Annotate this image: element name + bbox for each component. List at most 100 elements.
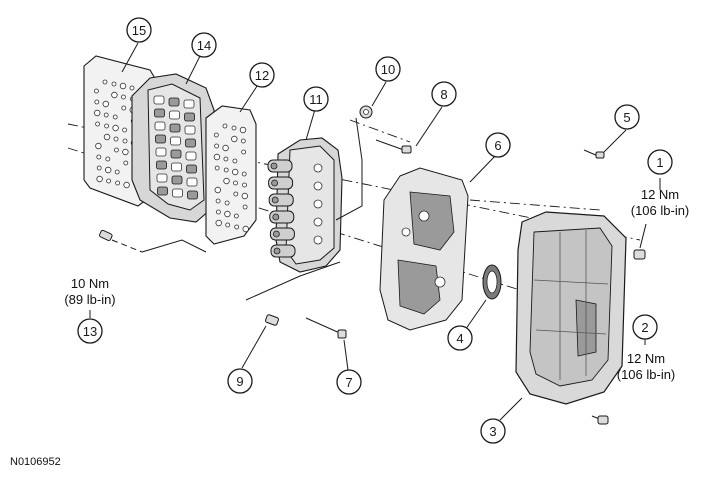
- valve-bore: [185, 151, 197, 161]
- body-port: [313, 199, 323, 209]
- bolt-13: [99, 229, 143, 253]
- body-port: [313, 163, 323, 173]
- plate-hole: [95, 121, 100, 127]
- solenoid-connector: [273, 247, 281, 255]
- callout-circle: [77, 318, 103, 344]
- callout-12: 12: [249, 62, 275, 88]
- callout-3: 3: [480, 418, 506, 444]
- plate-hole: [105, 156, 111, 162]
- plate-hole: [106, 178, 111, 184]
- valve-bore: [153, 95, 165, 105]
- valve-bore: [184, 125, 196, 135]
- callout-6: 6: [485, 132, 511, 158]
- plate-hole: [225, 222, 231, 228]
- valve-bore: [169, 123, 181, 133]
- valve-bore: [171, 162, 182, 172]
- callout-circle: [336, 369, 362, 395]
- main-valve-body: [131, 73, 215, 223]
- plate-hole: [94, 88, 99, 94]
- plate-hole: [241, 192, 248, 200]
- callout-number: 15: [132, 23, 146, 38]
- bolt-1: [633, 249, 646, 260]
- plate-hole: [241, 171, 247, 177]
- body-port: [313, 235, 323, 245]
- plate-hole: [102, 79, 108, 85]
- callout-number: 3: [489, 424, 496, 439]
- callout-number: 8: [440, 87, 447, 102]
- valve-bore: [170, 136, 181, 146]
- callout-8: 8: [431, 81, 457, 107]
- solenoid-connector: [270, 162, 278, 170]
- callout-circle: [447, 325, 473, 351]
- torque-spec-2: 12 Nm (106 lb-in): [617, 351, 676, 382]
- torque-lbin-13: (89 lb-in): [64, 292, 115, 307]
- torque-nm-13: 10 Nm: [71, 276, 109, 291]
- torque-lbin-1: (106 lb-in): [631, 203, 690, 218]
- callout-14: 14: [191, 32, 217, 58]
- plate-hole: [112, 114, 118, 120]
- plate-hole: [111, 91, 118, 99]
- figure-id: N0106952: [10, 456, 61, 468]
- callout-number: 7: [345, 375, 352, 390]
- plate-hole: [129, 85, 135, 91]
- valve-bore: [156, 160, 167, 170]
- plate-hole: [239, 126, 247, 134]
- callout-7: 7: [336, 369, 362, 395]
- plate-hole: [121, 105, 127, 111]
- valve-bore: [168, 97, 180, 107]
- valve-bore: [186, 164, 197, 174]
- callout-circle: [227, 368, 253, 394]
- valve-bore: [184, 112, 195, 122]
- plate-hole: [95, 142, 102, 150]
- plate-hole: [240, 138, 246, 144]
- bolt-5: [583, 149, 605, 159]
- plate-hole: [121, 94, 126, 100]
- plate-hole: [96, 154, 102, 160]
- plate-hole: [96, 165, 102, 171]
- callout-circle: [431, 81, 457, 107]
- plate-hole: [104, 123, 109, 129]
- plate-hole: [232, 158, 238, 164]
- callout-number: 11: [309, 92, 323, 107]
- plate-hole: [222, 144, 229, 152]
- plate-hole: [113, 136, 119, 142]
- valve-bore: [155, 134, 166, 144]
- plate-hole: [112, 124, 119, 132]
- valve-bore: [171, 175, 183, 185]
- plate-hole: [103, 133, 111, 141]
- callout-number: 5: [623, 110, 630, 125]
- solenoid-connector: [271, 196, 279, 204]
- body-port: [313, 181, 323, 191]
- plate-hole: [123, 160, 129, 166]
- callout-circle: [249, 62, 275, 88]
- nut-10: [359, 105, 373, 119]
- plate-hole: [242, 204, 248, 210]
- valve-bore: [185, 138, 196, 148]
- plate-hole: [103, 112, 109, 118]
- plate-hole: [102, 100, 109, 108]
- callout-1: 1: [647, 149, 673, 175]
- plate-hole: [231, 125, 237, 131]
- callout-number: 9: [236, 374, 243, 389]
- torque-nm-2: 12 Nm: [627, 351, 665, 366]
- valve-bore: [183, 99, 195, 109]
- plate-hole: [233, 191, 239, 197]
- plate-hole: [96, 175, 103, 183]
- valve-bore: [186, 177, 198, 187]
- plate-hole: [214, 186, 221, 194]
- callout-circle: [375, 56, 401, 82]
- plate-hole: [231, 168, 239, 176]
- plate-hole: [122, 127, 127, 133]
- plate-hole: [111, 81, 117, 87]
- solenoid-connector: [272, 213, 280, 221]
- plate-hole: [224, 200, 230, 206]
- callout-circle: [485, 132, 511, 158]
- plate-hole: [223, 167, 229, 173]
- callout-number: 6: [494, 138, 501, 153]
- callout-number: 1: [656, 155, 663, 170]
- callout-number: 14: [197, 38, 211, 53]
- callout-10: 10: [375, 56, 401, 82]
- torque-lbin-2: (106 lb-in): [617, 367, 676, 382]
